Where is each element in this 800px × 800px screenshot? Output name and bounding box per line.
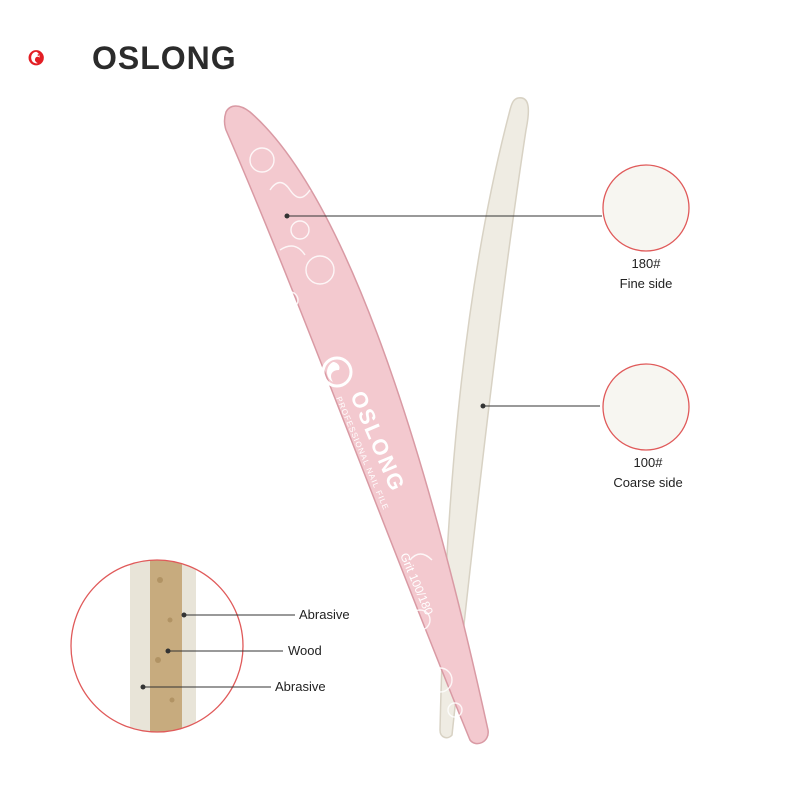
cross-section-zoom — [71, 560, 243, 732]
file-printed-logo — [321, 356, 353, 388]
brand-logo — [28, 50, 44, 66]
pink-nail-file — [223, 105, 489, 745]
coarse-grit-label: 100# Coarse side — [598, 453, 698, 493]
layer-label-abrasive-top: Abrasive — [299, 607, 350, 622]
coarse-texture-circle — [602, 363, 690, 451]
brand-name: OSLONG — [92, 40, 237, 76]
white-nail-file — [439, 97, 530, 739]
fine-grit-label: 180# Fine side — [606, 254, 686, 294]
file-pattern — [249, 147, 463, 718]
layer-label-wood: Wood — [288, 643, 322, 658]
coarse-side-label: Coarse side — [613, 475, 683, 490]
coarse-grit-value: 100# — [633, 455, 663, 470]
fine-texture-circle — [602, 164, 690, 252]
fine-grit-value: 180# — [631, 256, 661, 271]
layer-label-abrasive-bottom: Abrasive — [275, 679, 326, 694]
fine-side-label: Fine side — [619, 276, 673, 291]
